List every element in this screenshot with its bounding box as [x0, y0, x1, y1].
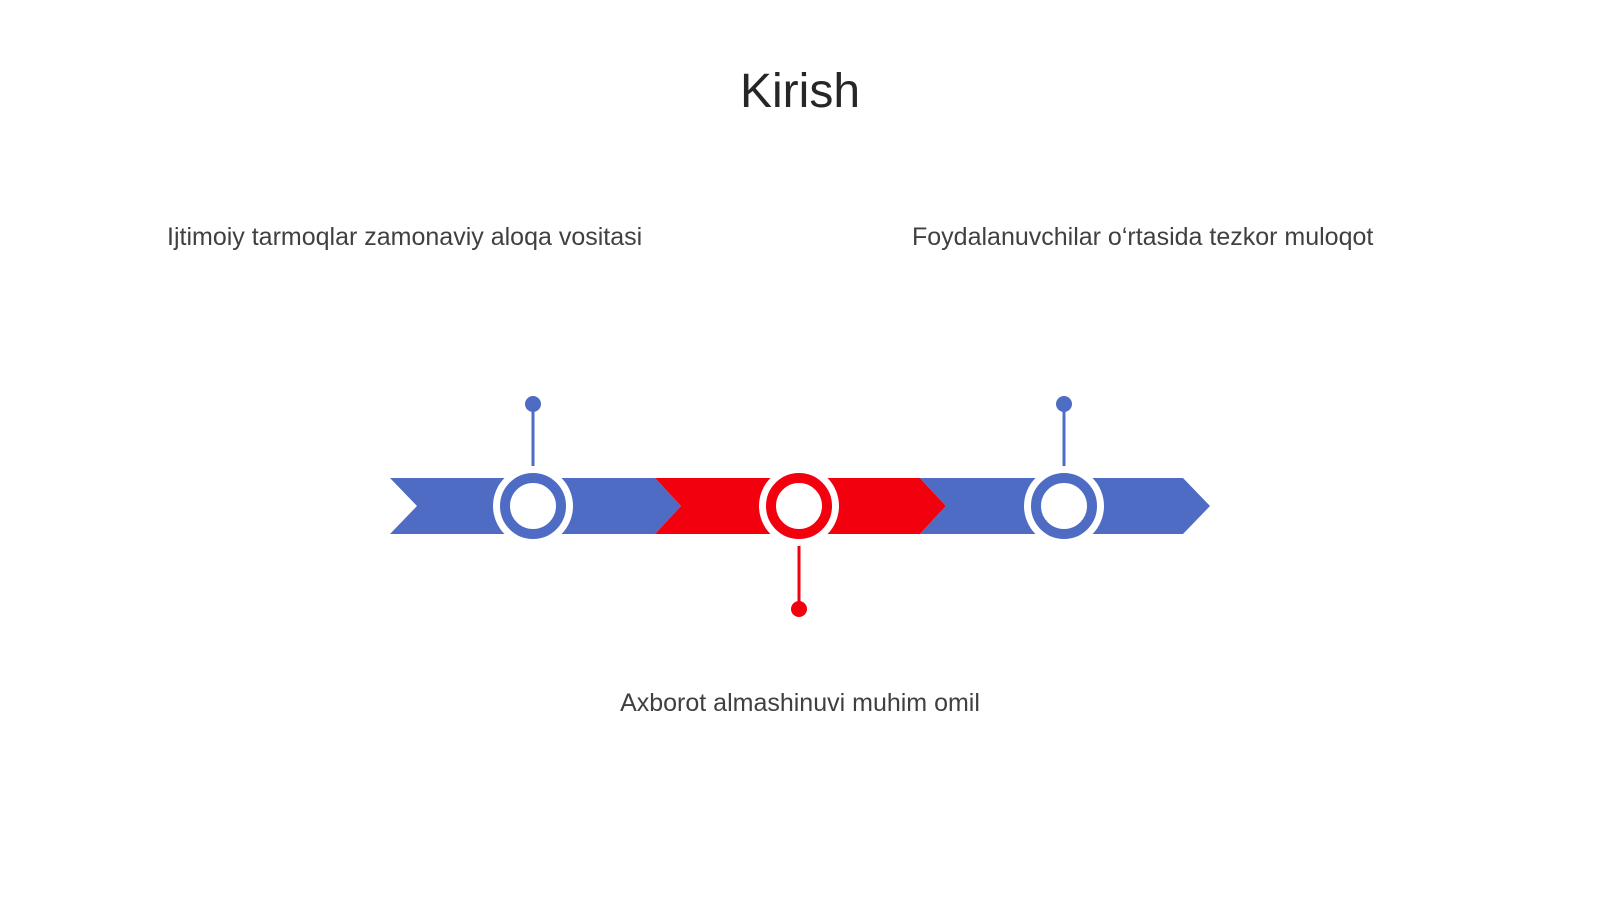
milestone-label-3: Foydalanuvchilar o‘rtasida tezkor muloqo… — [912, 223, 1374, 251]
milestone-dot-2 — [791, 601, 807, 617]
slide-title: Kirish — [739, 65, 861, 118]
milestone-dot-1 — [525, 396, 541, 412]
milestone-label-1: Ijtimoiy tarmoqlar zamonaviy aloqa vosit… — [167, 223, 643, 251]
milestone-dot-3 — [1056, 396, 1072, 412]
milestone-ring-3 — [1031, 473, 1097, 539]
milestone-ring-1 — [500, 473, 566, 539]
milestone-ring-2 — [766, 473, 832, 539]
milestone-label-2: Axborot almashinuvi muhim omil — [620, 689, 980, 717]
